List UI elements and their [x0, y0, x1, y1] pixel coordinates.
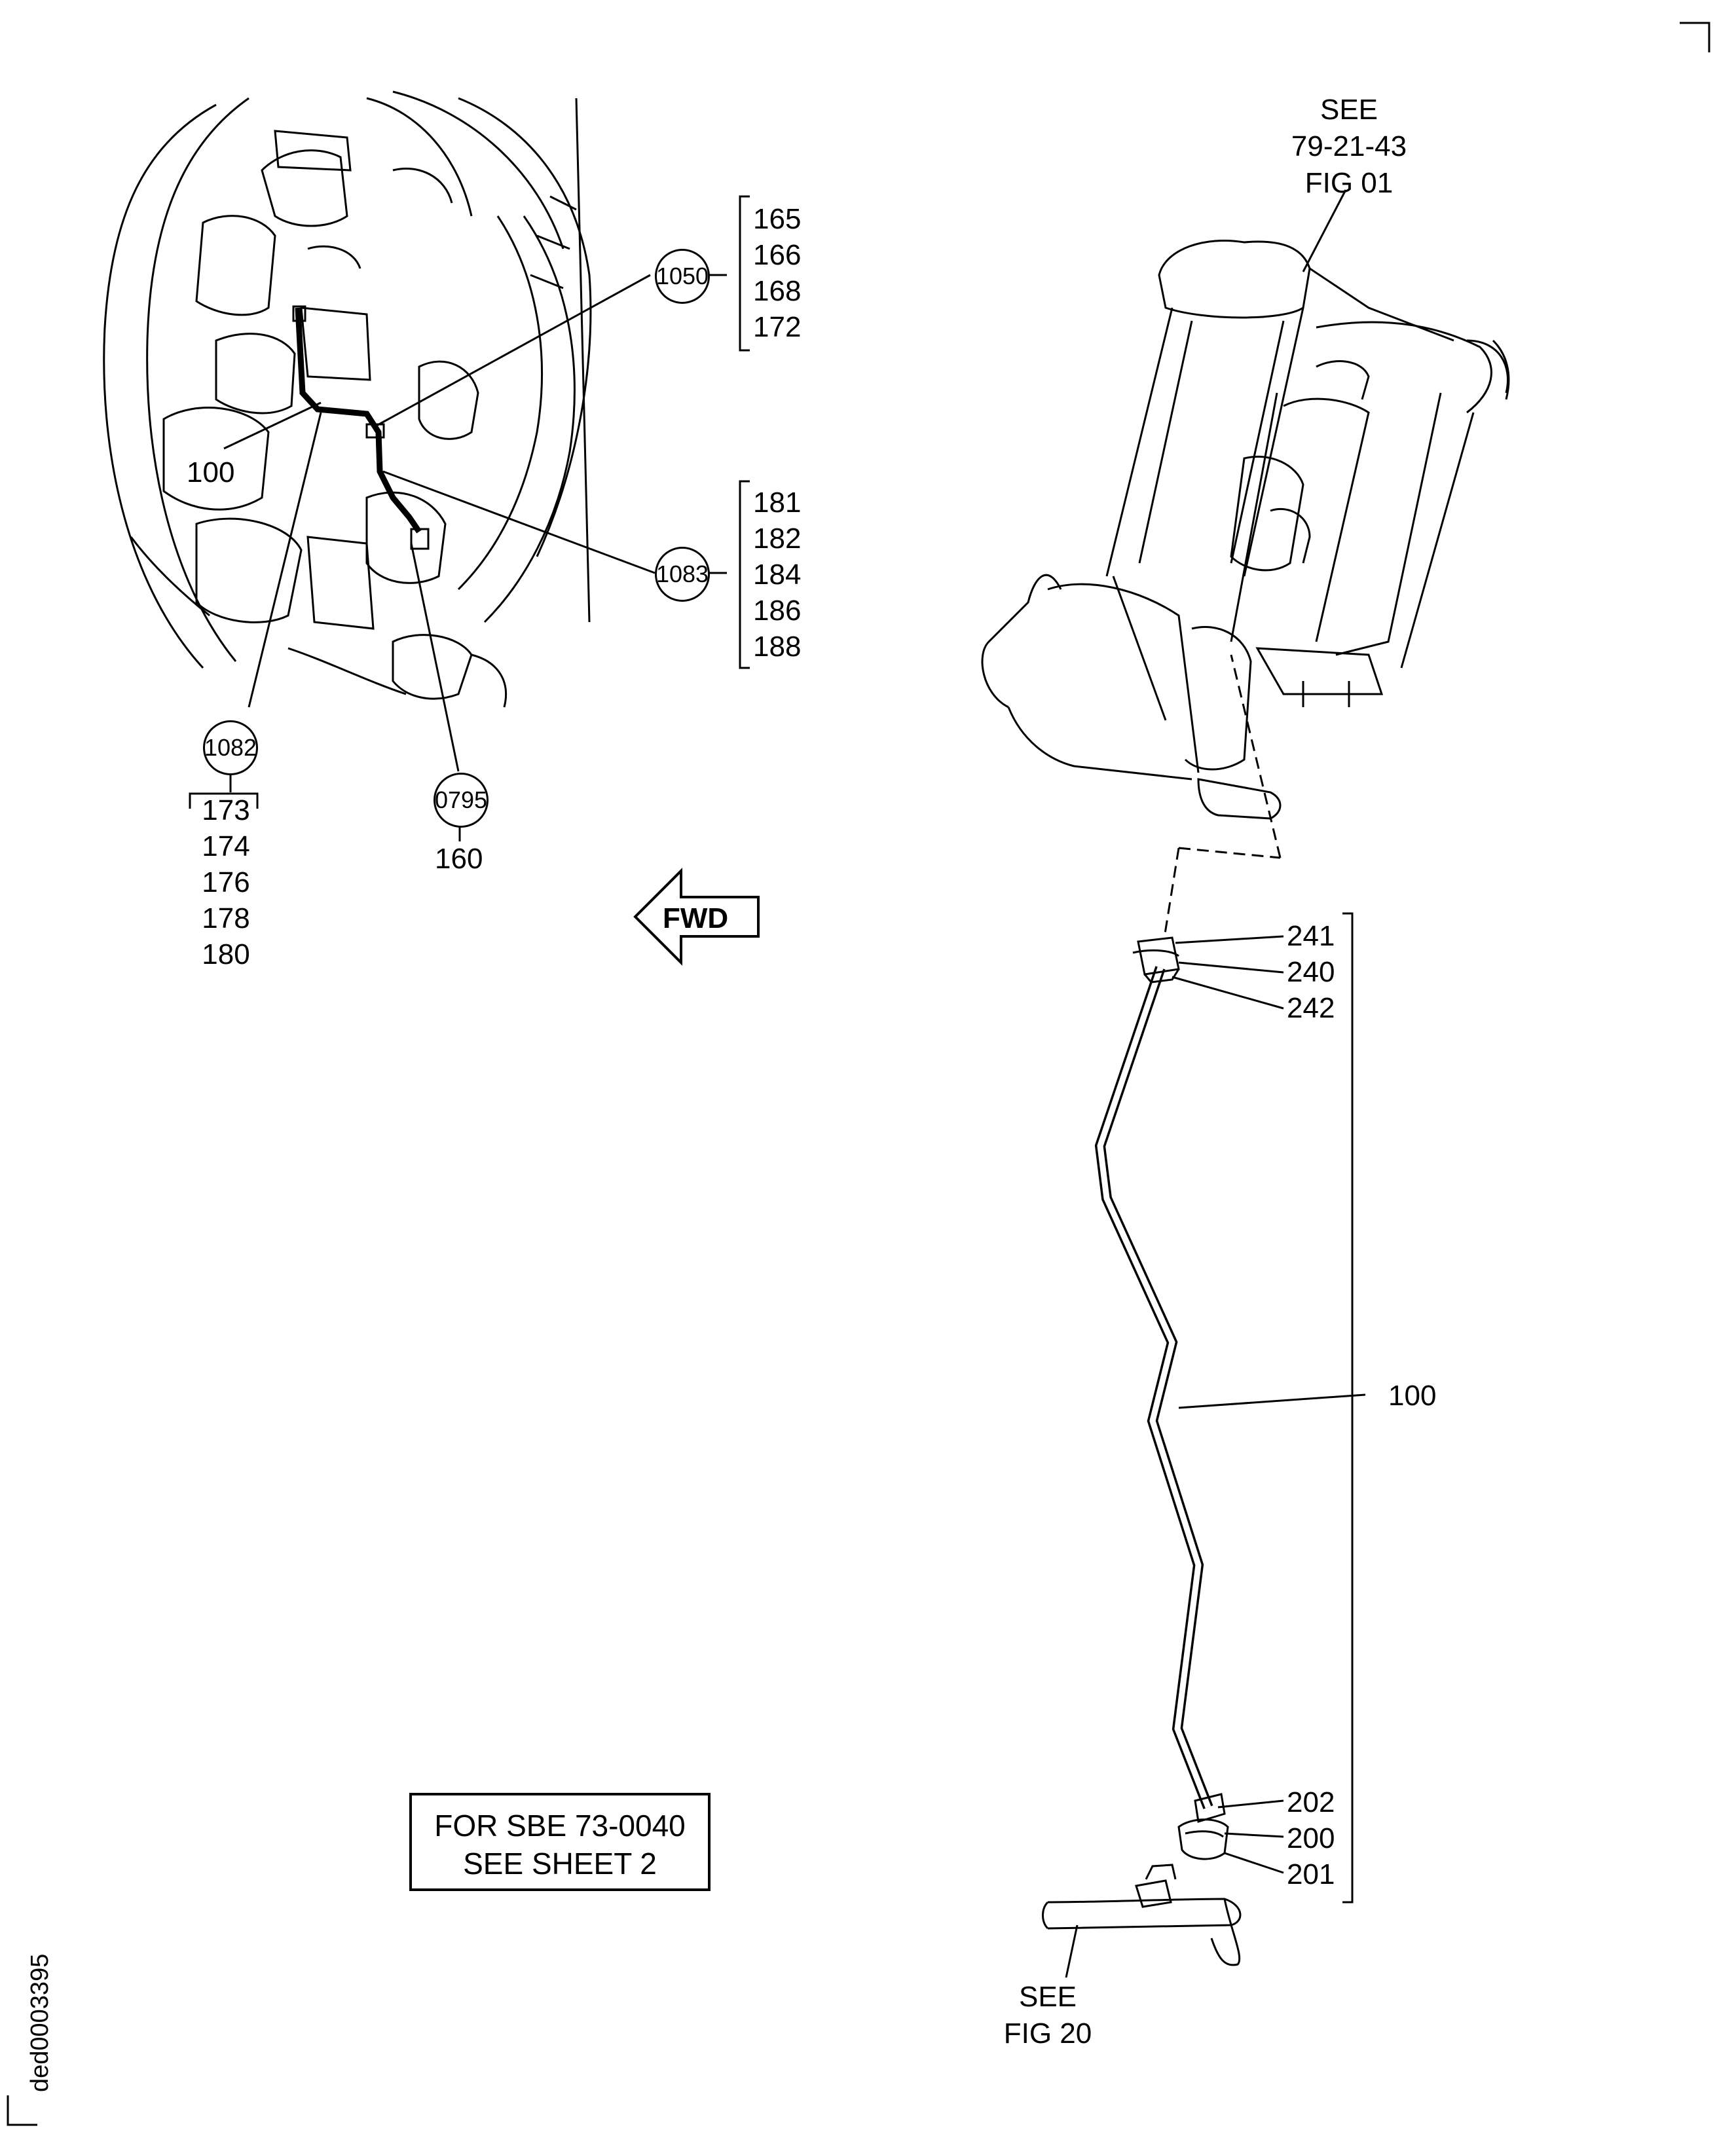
callout-bottom-fitting-item: 201	[1287, 1858, 1335, 1890]
see-ref-top: SEE 79-21-43 FIG 01	[1277, 92, 1421, 202]
dashed-connection	[1163, 654, 1282, 938]
callout-top-fitting-item: 240	[1287, 956, 1335, 988]
note-line2: SEE SHEET 2	[463, 1847, 657, 1881]
see-ref-top-line2: 79-21-43	[1291, 130, 1407, 162]
engine-view-left	[103, 90, 592, 708]
note-box: FOR SBE 73-0040 SEE SHEET 2	[409, 1793, 711, 1891]
see-ref-top-line1: SEE	[1320, 94, 1378, 126]
callout-top-fitting-item: 242	[1287, 992, 1335, 1024]
callout-1083-item: 188	[753, 631, 802, 663]
callout-1050-item: 168	[753, 275, 802, 307]
bracket-1083	[739, 480, 750, 669]
callout-1082-item: 173	[202, 794, 250, 826]
callout-1050-item: 166	[753, 239, 802, 271]
leader-see-top	[1302, 189, 1347, 272]
callout-bottom-fitting-item: 202	[1287, 1786, 1335, 1818]
callout-100-right: 100	[1388, 1380, 1437, 1412]
see-ref-bottom-line2: FIG 20	[1003, 2017, 1092, 2050]
tube-100	[1094, 966, 1213, 1809]
bubble-1050: 1050	[655, 249, 710, 304]
callout-160: 160	[435, 843, 483, 875]
bottom-fitting	[1177, 1793, 1229, 1860]
leader-1083	[382, 470, 656, 574]
fwd-label: FWD	[663, 902, 729, 934]
bubble-1082: 1082	[203, 720, 258, 775]
fwd-arrow	[633, 868, 760, 966]
callout-group-1082: 173 174 176 178 180	[193, 792, 259, 972]
callout-group-1083: 181 182 184 186 188	[753, 485, 801, 665]
callout-1083-item: 181	[753, 487, 802, 519]
bubble-0795: 0795	[434, 773, 489, 828]
bracket-right	[1342, 912, 1354, 1904]
callout-100-left: 100	[187, 456, 235, 488]
pipe-see-fig-20	[1042, 1864, 1242, 1966]
callout-1083-item: 182	[753, 523, 802, 555]
leader-1082	[248, 412, 322, 708]
note-line1: FOR SBE 73-0040	[434, 1809, 686, 1843]
callout-group-top-fitting: 241 240 242	[1287, 918, 1335, 1026]
tube-left-view	[295, 307, 422, 534]
callout-group-bottom-fitting: 202 200 201	[1287, 1784, 1335, 1892]
callout-1083-item: 184	[753, 559, 802, 591]
bubble-1083: 1083	[655, 547, 710, 602]
leader-0795	[410, 543, 460, 772]
callout-1082-item: 178	[202, 902, 250, 934]
see-ref-top-line3: FIG 01	[1304, 167, 1394, 199]
callout-1083-item: 186	[753, 595, 802, 627]
corner-mark-bottom-left	[7, 2095, 37, 2126]
callout-1082-item: 180	[202, 938, 250, 970]
figure-id: ded0003395	[26, 1953, 54, 2092]
leader-1050	[376, 274, 651, 427]
bracket-1082	[189, 792, 259, 809]
bracket-1050	[739, 195, 750, 352]
leader-100-left	[223, 401, 322, 450]
corner-mark-top-right	[1680, 22, 1710, 52]
callout-1082-item: 176	[202, 866, 250, 898]
callout-group-1050: 165 166 168 172	[753, 201, 801, 345]
top-fitting	[1132, 936, 1180, 984]
callout-1050-item: 165	[753, 203, 802, 235]
callout-1082-item: 174	[202, 830, 250, 862]
callout-bottom-fitting-item: 200	[1287, 1822, 1335, 1854]
starter-assembly	[981, 239, 1510, 820]
see-ref-bottom: SEE FIG 20	[982, 1979, 1113, 2052]
callout-1050-item: 172	[753, 311, 802, 343]
leader-see-fig-20	[1065, 1924, 1079, 1978]
see-ref-bottom-line1: SEE	[1018, 1981, 1077, 2013]
callout-top-fitting-item: 241	[1287, 920, 1335, 952]
